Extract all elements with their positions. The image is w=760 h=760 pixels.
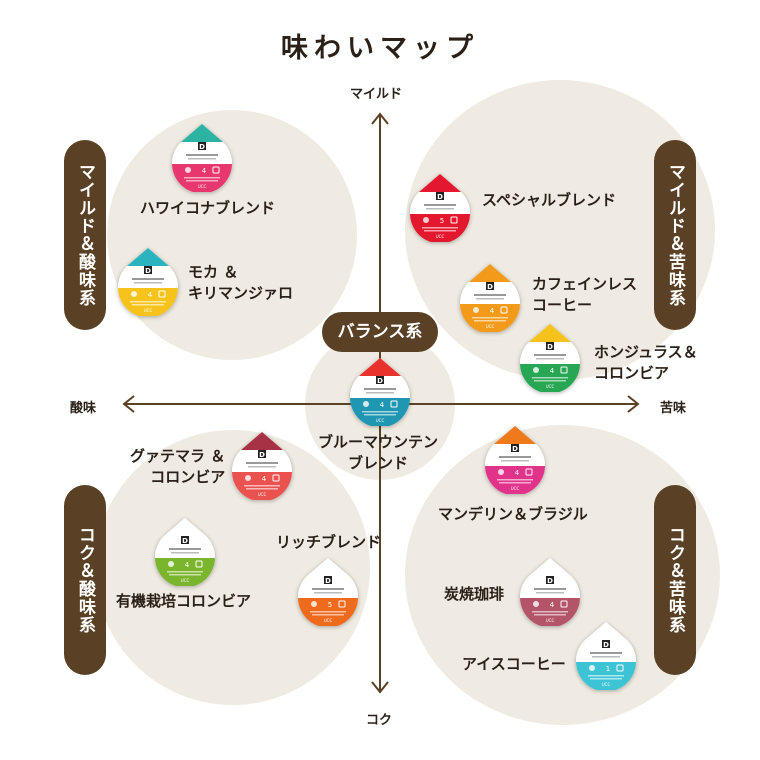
quadrant-bg-top-left — [107, 110, 357, 360]
svg-text:D: D — [182, 537, 188, 545]
product-label: 有機栽培コロンビア — [116, 592, 252, 610]
strength-number: 1 — [606, 665, 610, 673]
svg-text:D: D — [512, 445, 518, 453]
coffee-capsule: D 5 UCC — [296, 556, 360, 628]
product-label: 炭焼珈琲 — [444, 585, 505, 603]
arrow-down-icon — [371, 681, 389, 694]
product-label: リッチブレンド — [276, 533, 382, 551]
svg-text:UCC: UCC — [144, 308, 153, 313]
strength-number: 4 — [262, 475, 267, 483]
strength-number: 4 — [490, 307, 495, 315]
coffee-capsule: D 4 UCC — [518, 556, 582, 628]
strength-number: 5 — [440, 217, 444, 225]
coffee-capsule: D 4 UCC — [518, 322, 582, 394]
svg-text:D: D — [145, 267, 151, 275]
svg-text:UCC: UCC — [181, 578, 190, 583]
group-top-left: マイルド＆酸味系 — [64, 140, 106, 330]
coffee-capsule: D 4 UCC — [116, 246, 180, 318]
coffee-capsule: D 4 UCC — [153, 516, 217, 588]
strength-number: 4 — [185, 561, 190, 569]
svg-text:D: D — [199, 143, 205, 151]
svg-text:UCC: UCC — [511, 486, 520, 491]
strength-number: 4 — [550, 601, 555, 609]
svg-text:D: D — [487, 283, 493, 291]
group-top-right: マイルド＆苦味系 — [654, 140, 696, 330]
strength-number: 4 — [148, 291, 153, 299]
strength-number: 5 — [328, 601, 332, 609]
product-label: ホンジュラス＆ コロンビア — [594, 343, 698, 382]
product-label: ハワイコナブレンド — [140, 199, 276, 217]
svg-text:UCC: UCC — [258, 492, 267, 497]
svg-text:UCC: UCC — [198, 184, 207, 189]
svg-text:D: D — [547, 577, 553, 585]
product-label: カフェインレス コーヒー — [532, 275, 638, 314]
coffee-capsule: D 4 UCC — [170, 122, 234, 194]
svg-text:D: D — [259, 451, 265, 459]
coffee-capsule: D 4 UCC — [458, 262, 522, 334]
svg-text:UCC: UCC — [486, 324, 495, 329]
strength-number: 4 — [202, 167, 207, 175]
axis-label-top: マイルド — [350, 87, 403, 102]
product-label: ブルーマウンテン ブレンド — [318, 433, 439, 472]
product-label: グァテマラ ＆ コロンビア — [130, 447, 226, 486]
coffee-capsule: D 1 UCC — [574, 620, 638, 692]
svg-text:UCC: UCC — [324, 618, 333, 623]
product-label: アイスコーヒー — [462, 655, 566, 673]
strength-number: 4 — [515, 469, 520, 477]
svg-text:D: D — [603, 641, 609, 649]
coffee-capsule: D 4 UCC — [483, 424, 547, 496]
svg-text:D: D — [325, 577, 331, 585]
svg-text:UCC: UCC — [546, 618, 555, 623]
svg-text:UCC: UCC — [376, 418, 385, 423]
strength-number: 4 — [380, 401, 385, 409]
coffee-capsule: D 5 UCC — [408, 172, 472, 244]
axis-label-left: 酸味 — [70, 401, 97, 416]
svg-text:UCC: UCC — [546, 384, 555, 389]
svg-text:D: D — [437, 193, 443, 201]
product-label: スペシャルブレンド — [482, 191, 616, 209]
strength-number: 4 — [550, 367, 555, 375]
product-label: モカ ＆ キリマンジァロ — [188, 263, 294, 302]
axis-label-bottom: コク — [366, 713, 393, 728]
arrow-left-icon — [122, 395, 135, 413]
axis-label-right: 苦味 — [660, 401, 687, 416]
group-bottom-left: コク＆酸味系 — [64, 485, 106, 675]
page-title: 味わいマップ — [281, 33, 479, 64]
svg-text:UCC: UCC — [436, 234, 445, 239]
group-center: バランス系 — [322, 312, 438, 352]
arrow-up-icon — [371, 112, 389, 125]
product-label: マンデリン＆ブラジル — [438, 505, 588, 523]
svg-text:D: D — [547, 343, 553, 351]
group-bottom-right: コク＆苦味系 — [654, 485, 696, 675]
svg-text:D: D — [377, 377, 383, 385]
svg-text:UCC: UCC — [602, 682, 611, 687]
coffee-capsule: D 4 UCC — [348, 356, 412, 428]
coffee-capsule: D 4 UCC — [230, 430, 294, 502]
arrow-right-icon — [627, 395, 640, 413]
